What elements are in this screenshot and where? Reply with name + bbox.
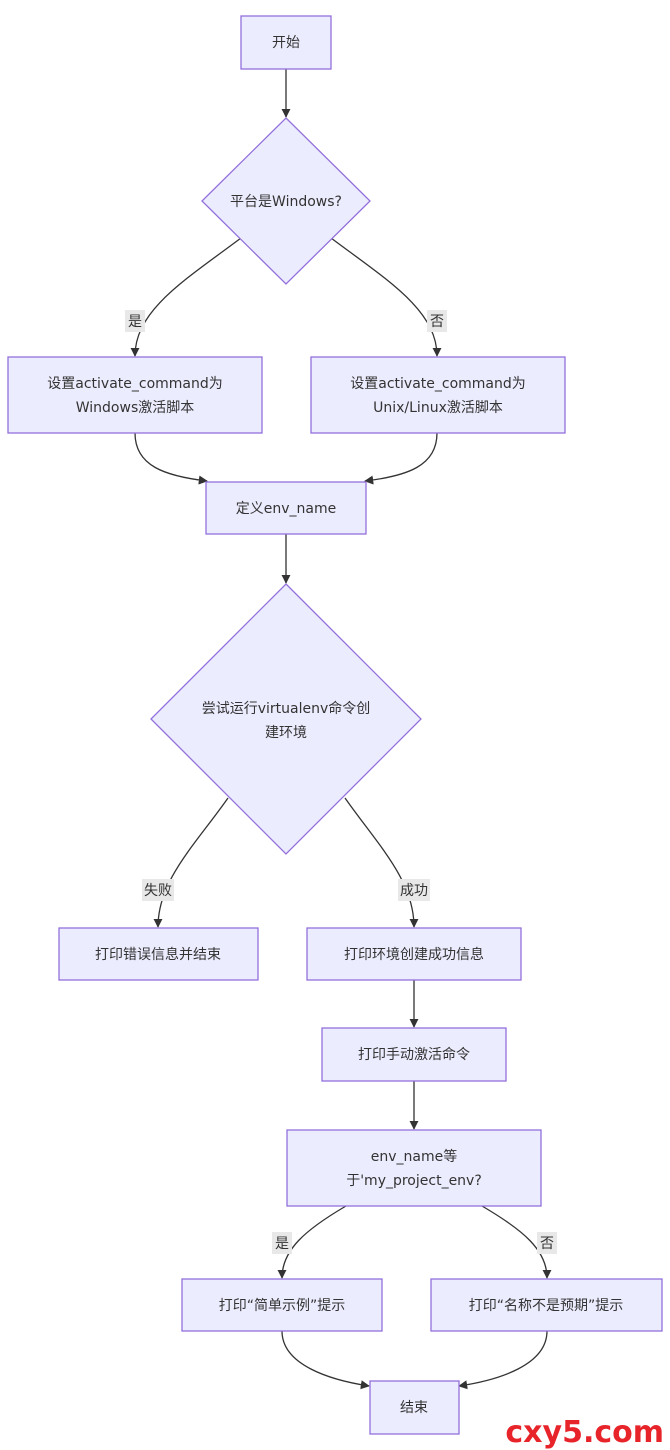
edge-simple-to-end: [281, 1330, 370, 1390]
edge-label-no-env: 否: [537, 1232, 557, 1254]
node-start: 开始: [240, 15, 332, 70]
edge-labels: 是 否 失败 成功 是 否: [125, 310, 557, 1254]
node-platform-check: 平台是Windows?: [201, 117, 371, 285]
svg-text:打印“简单示例”提示: 打印“简单示例”提示: [219, 1297, 346, 1314]
edge-try-fail: [153, 797, 229, 928]
edge-label-success: 成功: [398, 879, 430, 901]
node-print-manual: 打印手动激活命令: [321, 1027, 507, 1082]
edge-label-fail: 失败: [142, 879, 174, 901]
svg-text:打印手动激活命令: 打印手动激活命令: [358, 1046, 470, 1063]
edge-label-yes-platform: 是: [125, 310, 145, 332]
node-print-success: 打印环境创建成功信息: [306, 927, 522, 981]
node-print-simple: 打印“简单示例”提示: [181, 1278, 383, 1332]
node-set-unix: 设置activate_command为 Unix/Linux激活脚本: [310, 356, 566, 434]
svg-text:开始: 开始: [272, 35, 300, 51]
edge-platform-yes: [130, 237, 242, 357]
svg-text:是: 是: [275, 1236, 289, 1252]
edge-platform-no: [330, 237, 442, 357]
edge-label-no-platform: 否: [427, 310, 447, 332]
svg-text:于'my_project_env?: 于'my_project_env?: [346, 1173, 482, 1189]
svg-text:建环境: 建环境: [265, 725, 307, 741]
nodes: 开始 平台是Windows? 设置activate_command为 Windo…: [7, 15, 663, 1435]
node-set-windows: 设置activate_command为 Windows激活脚本: [7, 356, 263, 434]
edge-label-yes-env: 是: [272, 1232, 292, 1254]
svg-text:打印环境创建成功信息: 打印环境创建成功信息: [344, 946, 484, 963]
svg-text:平台是Windows?: 平台是Windows?: [230, 194, 342, 210]
edge-try-success: [344, 797, 419, 928]
svg-text:设置activate_command为: 设置activate_command为: [47, 376, 223, 392]
svg-text:结束: 结束: [400, 1400, 428, 1416]
svg-text:打印“名称不是预期”提示: 打印“名称不是预期”提示: [469, 1297, 624, 1314]
svg-text:否: 否: [430, 314, 444, 330]
node-try-create: 尝试运行virtualenv命令创 建环境: [150, 583, 422, 855]
node-end: 结束: [369, 1380, 460, 1435]
svg-text:定义env_name: 定义env_name: [236, 501, 336, 517]
watermark-logo: cxy5.com: [505, 1415, 664, 1450]
edges: [130, 69, 552, 1390]
edge-env-yes: [277, 1205, 347, 1279]
svg-text:设置activate_command为: 设置activate_command为: [350, 376, 526, 392]
svg-text:否: 否: [540, 1236, 554, 1252]
node-print-unexpected: 打印“名称不是预期”提示: [430, 1278, 663, 1332]
node-print-error: 打印错误信息并结束: [58, 927, 259, 981]
edge-unix-to-define: [364, 432, 438, 485]
svg-text:env_name等: env_name等: [371, 1148, 457, 1165]
svg-text:成功: 成功: [400, 883, 428, 899]
node-define-env: 定义env_name: [205, 481, 367, 535]
edge-unexpected-to-end: [458, 1330, 548, 1390]
edge-windows-to-define: [134, 432, 208, 485]
svg-text:Unix/Linux激活脚本: Unix/Linux激活脚本: [373, 399, 503, 416]
svg-text:尝试运行virtualenv命令创: 尝试运行virtualenv命令创: [202, 700, 371, 717]
edge-env-no: [481, 1205, 552, 1279]
node-env-check: env_name等 于'my_project_env?: [286, 1129, 542, 1207]
svg-text:打印错误信息并结束: 打印错误信息并结束: [95, 946, 221, 963]
svg-text:Windows激活脚本: Windows激活脚本: [76, 399, 195, 416]
svg-text:失败: 失败: [144, 883, 172, 899]
svg-text:是: 是: [128, 314, 142, 330]
